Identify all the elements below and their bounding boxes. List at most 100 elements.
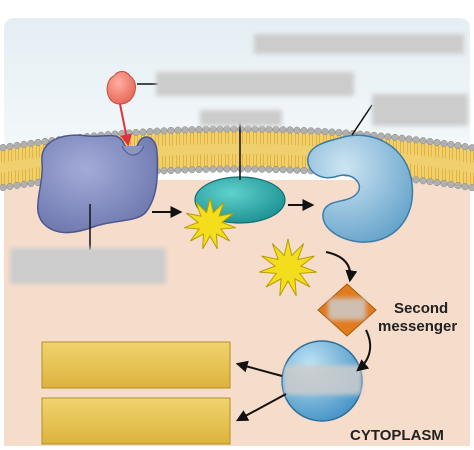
lipid-head [447, 180, 455, 189]
hidden-label-receptor [10, 248, 166, 284]
hidden-label-effector [372, 94, 468, 126]
lipid-head [391, 133, 399, 141]
lipid-head [202, 165, 210, 173]
lipid-head [6, 142, 14, 150]
lipid-head [195, 165, 203, 174]
lipid-head [174, 126, 182, 134]
arrow-target-to-response-2 [235, 393, 287, 422]
lipid-head [167, 126, 175, 135]
lipid-head [461, 183, 469, 191]
lipid-head [412, 136, 420, 144]
lipid-head [307, 127, 315, 135]
lipid-head [314, 127, 322, 135]
activation-burst-icon [184, 197, 236, 250]
lipid-head [244, 125, 252, 133]
arrow-target-to-response-1 [235, 360, 283, 377]
lipid-head [174, 166, 182, 174]
second-messenger-hidden-label [328, 298, 366, 320]
lipid-head [132, 128, 140, 137]
lipid-head [293, 166, 301, 174]
lipid-head [34, 138, 42, 146]
arrow-effector-to-messenger [325, 251, 358, 283]
lipid-head [0, 143, 7, 152]
lipid-head [433, 178, 441, 187]
lipid-head [27, 139, 35, 147]
hidden-label-top [254, 34, 464, 54]
lipid-head [20, 140, 28, 148]
lipid-head [146, 128, 154, 136]
lipid-head [160, 127, 168, 135]
lipid-head [419, 137, 427, 145]
lipid-head [440, 179, 448, 188]
response-box-1 [41, 341, 231, 389]
lipid-head [293, 126, 301, 134]
lipid-head [377, 132, 385, 140]
lipid-head [223, 165, 231, 173]
lipid-head [13, 181, 21, 189]
lipid-head [209, 125, 217, 133]
lipid-head [167, 166, 175, 175]
lipid-head [230, 165, 238, 173]
lipid-head [412, 176, 420, 184]
receptor-binding-site [121, 145, 145, 156]
lipid-head [251, 165, 259, 173]
lipid-head [181, 126, 189, 134]
hidden-label-ligand [156, 72, 354, 96]
lipid-head [300, 126, 308, 135]
lipid-head [272, 165, 280, 174]
lipid-head [265, 165, 273, 173]
target-hidden-label [284, 365, 362, 395]
lipid-head [181, 166, 189, 174]
lipid-head [468, 184, 474, 192]
lipid-head [426, 178, 434, 186]
lipid-head [419, 177, 427, 185]
lipid-head [216, 165, 224, 173]
lipid-head [258, 125, 266, 133]
receptor-protein-icon [36, 134, 159, 234]
lipid-head [426, 138, 434, 146]
lipid-head [433, 138, 441, 147]
lipid-tails [1, 132, 474, 185]
lipid-head [20, 180, 28, 188]
lipid-head [251, 125, 259, 133]
lipid-head [188, 126, 196, 134]
lipid-head [461, 143, 469, 151]
cytoplasm-label: CYTOPLASM [350, 427, 444, 444]
lipid-head [237, 165, 245, 173]
lipid-head [202, 125, 210, 133]
lipid-head [279, 166, 287, 174]
response-box-2 [41, 397, 231, 445]
lipid-head [265, 125, 273, 133]
ligand-droplet-icon [106, 71, 136, 105]
lipid-head [27, 179, 35, 187]
hidden-label-gprotein [200, 110, 282, 126]
lipid-head [237, 125, 245, 133]
lipid-head [118, 129, 126, 138]
lipid-head [272, 125, 280, 134]
lipid-head [209, 165, 217, 173]
lipid-head [454, 141, 462, 150]
lipid-head [279, 126, 287, 134]
lipid-head [286, 126, 294, 134]
activation-burst-icon [259, 238, 317, 297]
lipid-head [468, 144, 474, 152]
lipid-head [160, 167, 168, 175]
lipid-head [0, 183, 7, 192]
lipid-head [384, 133, 392, 141]
lipid-head [440, 139, 448, 148]
lipid-head [321, 128, 329, 136]
lipid-head [405, 135, 413, 143]
effector-enzyme-icon [307, 134, 414, 243]
lipid-head [398, 134, 406, 142]
lipid-head [188, 166, 196, 174]
arrow-messenger-to-target [356, 329, 372, 372]
lipid-head [13, 141, 21, 149]
lipid-head [223, 125, 231, 133]
lipid-head [335, 128, 343, 137]
lipid-head [300, 166, 308, 175]
lipid-head [258, 165, 266, 173]
second-messenger-label-line1: Second [394, 300, 448, 317]
lipid-head [286, 166, 294, 174]
